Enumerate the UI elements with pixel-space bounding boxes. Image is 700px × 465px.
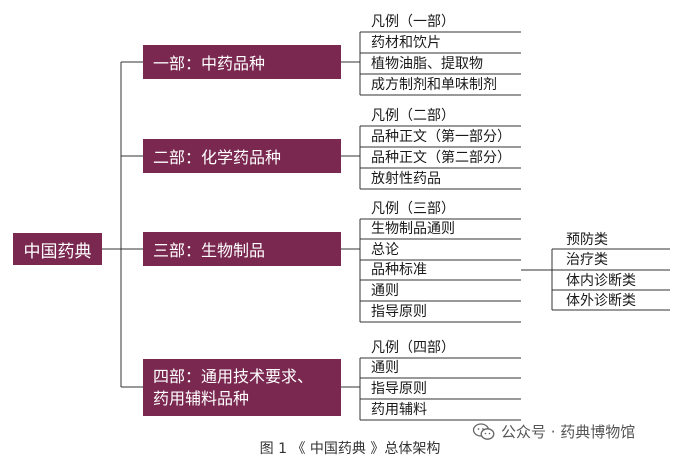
part-1-item: 植物油脂、提取物 bbox=[371, 56, 483, 72]
part-2-item: 放射性药品 bbox=[371, 171, 441, 187]
part-1-item: 成方制剂和单味制剂 bbox=[371, 77, 497, 93]
part-2-item: 品种正文（第一部分） bbox=[371, 129, 511, 145]
wechat-icon bbox=[473, 422, 495, 440]
part-4-label-line1: 四部：通用技术要求、 bbox=[153, 366, 314, 386]
part-4-item: 药用辅料 bbox=[371, 402, 427, 418]
part-3-item: 总论 bbox=[371, 242, 399, 258]
part-4-item: 通则 bbox=[371, 360, 399, 376]
watermark: 公众号 · 药典博物馆 bbox=[473, 421, 635, 442]
part-3-item: 通则 bbox=[371, 283, 399, 299]
part-1-item: 药材和饮片 bbox=[371, 35, 441, 51]
part-3-sub-item: 治疗类 bbox=[566, 252, 608, 268]
part-3-item: 凡例（三部） bbox=[371, 201, 455, 217]
part-3-sub-item: 体外诊断类 bbox=[566, 293, 636, 309]
part-4-item: 指导原则 bbox=[371, 381, 427, 397]
part-2-item: 品种正文（第二部分） bbox=[371, 150, 511, 166]
part-3-node: 三部：生物制品 bbox=[143, 232, 341, 266]
part-4-item: 凡例（四部） bbox=[371, 340, 455, 356]
part-4-label-line2: 药用辅料品种 bbox=[153, 388, 250, 408]
part-2-node: 二部：化学药品种 bbox=[143, 139, 341, 173]
part-1-item: 凡例（一部） bbox=[371, 14, 455, 30]
part-3-sub-item: 体内诊断类 bbox=[566, 273, 636, 289]
root-node: 中国药典 bbox=[13, 233, 102, 265]
watermark-text: 公众号 · 药典博物馆 bbox=[501, 423, 636, 441]
part-3-item: 品种标准 bbox=[371, 262, 427, 278]
part-3-item: 指导原则 bbox=[371, 304, 427, 320]
part-3-item: 生物制品通则 bbox=[371, 221, 455, 237]
figure-caption: 图 1 《 中国药典 》总体架构 bbox=[259, 441, 441, 457]
part-4-node: 四部：通用技术要求、 药用辅料品种 bbox=[143, 359, 341, 416]
part-3-sub-item: 预防类 bbox=[566, 232, 608, 248]
part-2-item: 凡例（二部） bbox=[371, 108, 455, 124]
part-1-node: 一部：中药品种 bbox=[143, 45, 341, 79]
